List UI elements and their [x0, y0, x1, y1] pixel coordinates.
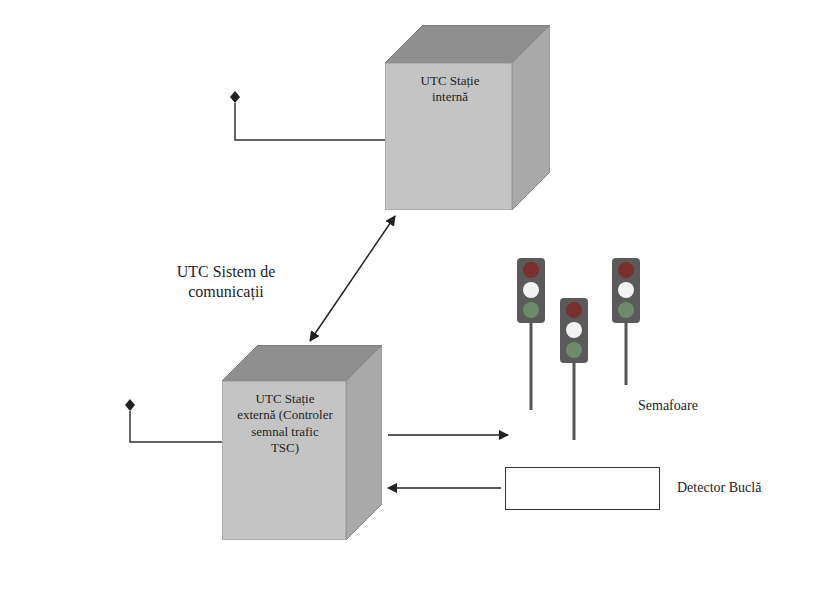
antenna-wire: [130, 411, 223, 442]
red-lamp: [523, 262, 539, 278]
traffic-light-group: Semafoare: [510, 255, 720, 445]
signal-housing: [560, 298, 588, 363]
cube-shape: [222, 345, 382, 540]
antenna-wire: [235, 103, 386, 140]
green-lamp: [523, 302, 539, 318]
connector: [388, 487, 501, 489]
signal-housing: [517, 258, 545, 323]
red-lamp: [566, 302, 582, 318]
pole: [530, 323, 533, 410]
antenna-symbol: [230, 91, 240, 103]
red-lamp: [618, 262, 634, 278]
cube-side: [512, 25, 550, 210]
pole: [573, 363, 576, 440]
cube-front: [385, 63, 512, 210]
amber-lamp: [618, 282, 634, 298]
cube-shape: [385, 25, 550, 210]
traffic-lights: [510, 255, 720, 445]
connector: [388, 434, 508, 436]
antenna-symbol: [125, 399, 135, 411]
node-text: Semafoare: [638, 397, 698, 415]
detector-box: [505, 467, 660, 510]
loop-detector: Detector Buclă: [505, 467, 780, 510]
cube-front: [222, 381, 346, 540]
node-text: UTC Stație internă: [405, 73, 495, 106]
signal-housing: [612, 258, 640, 323]
green-lamp: [566, 342, 582, 358]
connector: [310, 216, 395, 341]
system-label: UTC Sistem de comunicații: [170, 262, 282, 302]
station-cube: UTC Stație internă: [385, 25, 550, 210]
node-text: UTC Stație externă (Controler semnal tra…: [236, 391, 334, 456]
cube-side: [346, 345, 382, 540]
pole: [625, 323, 628, 385]
amber-lamp: [566, 322, 582, 338]
node-text: Detector Buclă: [677, 479, 761, 497]
station-cube: UTC Stație externă (Controler semnal tra…: [222, 345, 382, 540]
green-lamp: [618, 302, 634, 318]
amber-lamp: [523, 282, 539, 298]
